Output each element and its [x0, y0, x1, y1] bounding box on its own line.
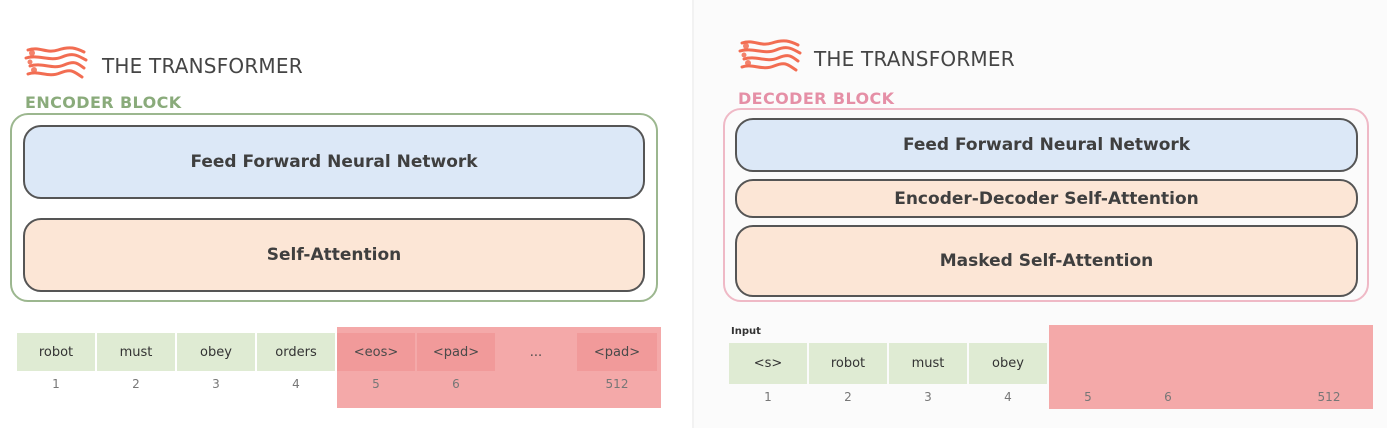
mask-highlight: [1049, 325, 1373, 409]
transformer-logo-icon: [738, 39, 802, 72]
decoder-block-label: DECODER BLOCK: [738, 89, 895, 108]
position-index: 6: [452, 377, 460, 391]
token-cell: must: [97, 333, 175, 371]
pad-token-cell: <pad>: [593, 344, 641, 360]
position-index: 4: [1004, 390, 1012, 404]
position-index: 6: [1164, 390, 1172, 404]
token-cell: obey: [969, 343, 1047, 384]
position-index: 512: [1317, 390, 1341, 404]
masked-self-attention-layer: Masked Self-Attention: [735, 225, 1358, 297]
token-cell: obey: [177, 333, 255, 371]
ffnn-label: Feed Forward Neural Network: [902, 135, 1191, 155]
encoder-block-label: ENCODER BLOCK: [25, 93, 182, 112]
brand-title: THE TRANSFORMER: [814, 47, 1015, 71]
position-index: 2: [132, 377, 140, 391]
eos-token-cell: <eos>: [353, 344, 399, 360]
position-index: 1: [764, 390, 772, 404]
token-cell: orders: [257, 333, 335, 371]
encoder-panel: THE TRANSFORMER ENCODER BLOCK Feed Forwa…: [0, 0, 692, 428]
token-cell: must: [889, 343, 967, 384]
token-cell: robot: [809, 343, 887, 384]
ffnn-label: Feed Forward Neural Network: [190, 152, 478, 172]
encoder-decoder-attention-layer: Encoder-Decoder Self-Attention: [735, 179, 1358, 218]
ffnn-layer: Feed Forward Neural Network: [735, 118, 1358, 172]
encoder-block-frame: [10, 113, 658, 302]
ffnn-layer: Feed Forward Neural Network: [23, 125, 645, 199]
token-cell: robot: [17, 333, 95, 371]
self-attention-layer: Self-Attention: [23, 218, 645, 292]
position-index: 3: [212, 377, 220, 391]
self-attention-label: Self-Attention: [266, 245, 402, 265]
decoder-panel: THE TRANSFORMER DECODER BLOCK Feed Forwa…: [694, 0, 1387, 428]
position-index: 4: [292, 377, 300, 391]
pad-cell-bg: [417, 333, 495, 371]
brand-title: THE TRANSFORMER: [102, 54, 303, 78]
input-label: Input: [731, 326, 761, 337]
position-index: 3: [924, 390, 932, 404]
encoder-decoder-attention-label: Encoder-Decoder Self-Attention: [894, 188, 1199, 209]
pad-token-cell: <pad>: [432, 344, 480, 360]
token-cell: <s>: [729, 343, 807, 384]
transformer-logo-icon: [24, 46, 88, 79]
position-index: 1: [52, 377, 60, 391]
position-index: 5: [1084, 390, 1092, 404]
position-index: 2: [844, 390, 852, 404]
pad-cell-bg: [337, 333, 415, 371]
ellipsis-token-cell: ...: [529, 344, 543, 360]
position-index: 512: [605, 377, 629, 391]
pad-cell-bg: [577, 333, 657, 371]
masked-self-attention-label: Masked Self-Attention: [939, 251, 1154, 271]
decoder-block-frame: [723, 108, 1369, 302]
position-index: 5: [372, 377, 380, 391]
